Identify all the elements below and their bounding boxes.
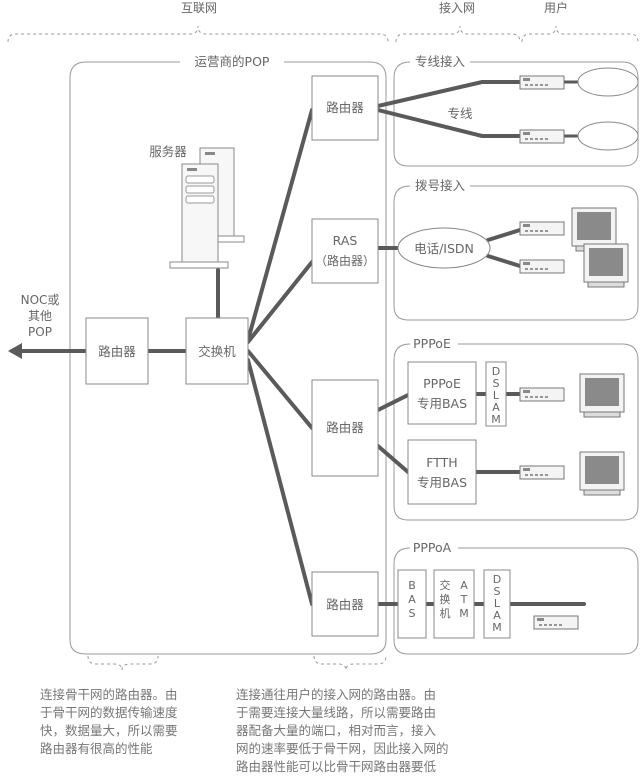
uplink-arrow-icon <box>8 343 22 359</box>
external-label-line3: POP <box>28 325 52 339</box>
edge-router-note: 连接骨干网的路由器。由 于骨干网的数据传输速度 快，数据量大，所以需要 路由器有… <box>40 687 178 756</box>
leased-modem-2 <box>519 129 565 144</box>
dslam-letter: S <box>494 585 501 598</box>
pppoe-group <box>393 343 639 521</box>
switch-leased-router-link <box>246 108 314 342</box>
access-router-brace <box>313 655 387 671</box>
pppoa-bas <box>397 569 427 639</box>
pppoe-dslam <box>485 361 507 427</box>
pppoa-dslam <box>483 569 511 639</box>
leased-router <box>311 75 379 141</box>
atm-letter: M <box>459 607 469 620</box>
dslam-letter: D <box>492 365 500 378</box>
edge-router-brace <box>87 655 159 671</box>
dslam-letter: S <box>493 377 500 390</box>
bas-letter: S <box>409 607 416 620</box>
leased-line-label: 专线 <box>447 106 473 121</box>
phone-isdn-label: 电话/ISDN <box>414 241 474 256</box>
dialup-modem-2 <box>519 259 565 274</box>
leased-user-network-1 <box>577 67 639 97</box>
external-label-line2: 其他 <box>28 309 52 323</box>
bas-letter: A <box>408 593 416 606</box>
dslam-letter: A <box>492 401 500 414</box>
access-net-heading: 接入网 <box>439 0 475 15</box>
external-label-line1: NOC或 <box>21 293 60 307</box>
svg-text:专用BAS: 专用BAS <box>417 396 467 411</box>
pppoe-router <box>311 379 379 477</box>
svg-text:FTTH: FTTH <box>426 455 457 470</box>
pppoe-bas <box>407 361 477 425</box>
atm-switch-char: 交 <box>440 578 451 592</box>
atm-switch <box>433 569 475 639</box>
svg-text:（路由器）: （路由器） <box>315 253 375 268</box>
atm-switch-char: 机 <box>440 606 451 620</box>
svg-text:RAS: RAS <box>333 233 358 248</box>
server-label: 服务器 <box>149 144 187 159</box>
leased-user-network-2 <box>577 121 639 151</box>
dialup-modem-1 <box>519 221 565 236</box>
dialup-group-title: 拨号接入 <box>415 178 466 193</box>
pppoe-group-title: PPPoE <box>413 336 451 351</box>
svg-text:PPPoE: PPPoE <box>423 376 461 391</box>
svg-text:路由器: 路由器 <box>326 597 364 612</box>
dslam-letter: M <box>491 413 501 426</box>
switch-ras-link <box>246 260 314 344</box>
leased-group <box>393 61 639 167</box>
atm-letter: A <box>460 579 468 592</box>
ras-router <box>311 218 379 284</box>
dialup-pc-2-icon <box>583 243 629 288</box>
pppoe-modem <box>519 387 565 402</box>
pppoa-router <box>311 571 379 637</box>
leased-group-title: 专线接入 <box>415 54 466 69</box>
ftth-modem <box>519 465 565 480</box>
svg-text:路由器: 路由器 <box>98 344 136 359</box>
dialup-group <box>393 185 639 321</box>
edge-router <box>85 317 149 385</box>
svg-text:路由器: 路由器 <box>326 420 364 435</box>
svg-text:交换机: 交换机 <box>198 344 236 359</box>
user-brace <box>521 25 639 43</box>
atm-switch-char: 换 <box>440 592 451 606</box>
phone-isdn-network <box>397 227 491 269</box>
switch <box>185 317 249 385</box>
access-net-brace <box>395 25 521 43</box>
switch-pppoa-router-link <box>246 358 314 606</box>
pppoe-pc-icon <box>579 373 625 418</box>
leased-line-1 <box>376 80 522 108</box>
dslam-letter: A <box>493 609 501 622</box>
svg-text:专用BAS: 专用BAS <box>417 475 467 490</box>
pppoa-group <box>393 547 639 655</box>
internet-brace <box>7 25 389 43</box>
leased-modem-1 <box>519 75 565 90</box>
dslam-letter: L <box>494 597 501 610</box>
pop-title: 运营商的POP <box>195 54 270 69</box>
server-icon <box>169 147 245 269</box>
dslam-letter: M <box>492 621 502 634</box>
ftth-bas <box>407 439 477 505</box>
user-heading: 用户 <box>544 0 568 15</box>
access-router-note: 连接通往用户的接入网的路由器。由 于需要连接大量线路，所以需要路由 器配备大量的… <box>236 687 449 774</box>
svg-text:路由器: 路由器 <box>326 100 364 115</box>
pppoa-modem <box>533 615 579 630</box>
pop-container <box>69 61 387 655</box>
dslam-letter: D <box>493 573 501 586</box>
bas-letter: B <box>408 579 416 592</box>
atm-letter: T <box>460 593 468 606</box>
switch-pppoe-router-link <box>246 349 314 430</box>
leased-line-2 <box>376 108 522 138</box>
ftth-pc-icon <box>579 451 625 496</box>
dslam-letter: L <box>493 389 500 402</box>
pppoa-group-title: PPPoA <box>413 540 452 555</box>
internet-heading: 互联网 <box>181 1 217 15</box>
